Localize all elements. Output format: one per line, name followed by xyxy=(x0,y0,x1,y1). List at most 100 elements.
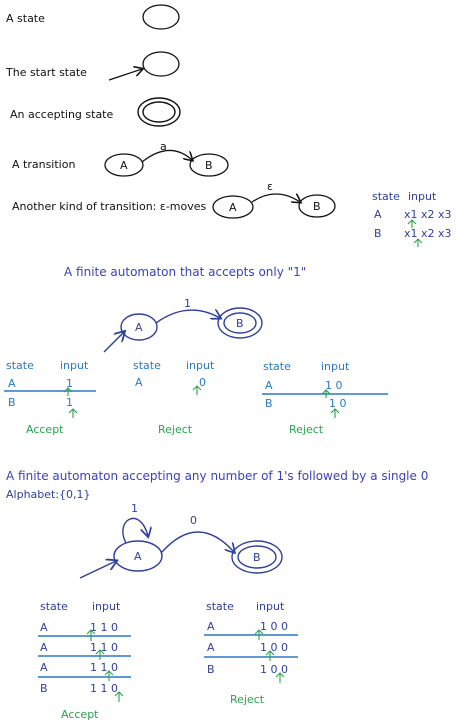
a1t1-row1-state: A xyxy=(8,377,16,390)
legend-start-arrow xyxy=(108,69,142,81)
automaton2-edge-label: 0 xyxy=(190,514,197,527)
top-table-header-state: state xyxy=(372,190,400,203)
a2t2-row2-input: 1 0 0 xyxy=(260,641,288,654)
a2t1-pointer-1 xyxy=(86,629,96,641)
a1t3-row1-state: A xyxy=(265,379,273,392)
legend-accepting-outer xyxy=(137,97,181,127)
a2t1-row1-input: 1 1 0 xyxy=(90,621,118,634)
a1t3-row2-state: B xyxy=(265,397,273,410)
top-table-row1-input: x1 x2 x3 xyxy=(404,208,452,221)
automaton2-trace-accept: state input A 1 1 0 A 1 1 0 A 1 1 0 B 1 … xyxy=(38,600,131,721)
automaton1-trace-accept: state input A 1 B 1 Accept xyxy=(4,359,96,436)
automaton2-self-loop xyxy=(122,517,148,544)
a2t2-row3-input: 1 0 0 xyxy=(260,663,288,676)
a2t2-row3-state: B xyxy=(207,663,215,676)
top-table-row2-input: x1 x2 x3 xyxy=(404,227,452,240)
legend-epsilon-edge xyxy=(251,194,300,202)
a2t2-pointer-1 xyxy=(254,629,264,640)
a1t1-pointer-1 xyxy=(63,387,73,396)
automaton1-node-b-outer xyxy=(217,307,263,339)
a2t2-row1-state: A xyxy=(207,620,215,633)
a1t2-row1-state: A xyxy=(135,376,143,389)
a2t1-row4-state: B xyxy=(40,682,48,695)
a2t1-pointer-3 xyxy=(104,670,114,681)
automaton1-trace-reject-0: state input A 0 Reject xyxy=(133,359,215,436)
automaton1-node-b-inner xyxy=(223,312,257,334)
a1t2-pointer xyxy=(192,385,202,395)
legend-transition-label: A transition xyxy=(12,158,75,171)
legend-start-label: The start state xyxy=(5,66,87,79)
a1t2-header-input: input xyxy=(186,359,215,372)
a1t1-result: Accept xyxy=(26,423,64,436)
a1t1-header-input: input xyxy=(60,359,89,372)
a2t2-pointer-2 xyxy=(265,650,275,661)
top-table-pointer-2 xyxy=(413,238,423,247)
legend-epsilon-symbol: ε xyxy=(267,180,273,193)
a1t1-header-state: state xyxy=(6,359,34,372)
automaton2-title: A finite automaton accepting any number … xyxy=(6,469,428,483)
automaton2-node-b-label: B xyxy=(253,551,261,564)
automaton2-node-b-outer xyxy=(231,540,283,574)
legend-accepting-inner xyxy=(142,101,176,123)
automaton2-loop-label: 1 xyxy=(131,502,138,515)
a2t1-row2-input: 1 1 0 xyxy=(90,641,118,654)
a2t2-pointer-3 xyxy=(275,672,285,683)
legend-state-node xyxy=(142,4,180,30)
legend-epsilon-node-a xyxy=(212,195,254,219)
top-table-pointer-1 xyxy=(407,219,417,228)
a1t1-row2-input: 1 xyxy=(66,396,73,409)
top-table-row1-state: A xyxy=(374,208,382,221)
automaton1-node-b-label: B xyxy=(236,317,244,330)
legend-state-label: A state xyxy=(6,12,45,25)
automaton2-node-b-inner xyxy=(237,545,277,569)
a2t1-row4-input: 1 1 0 xyxy=(90,682,118,695)
automaton1-trace-reject-10: state input A 1 0 B 1 0 Reject xyxy=(262,360,388,436)
a2t2-row2-state: A xyxy=(207,641,215,654)
legend-epsilon-node-b xyxy=(298,194,336,218)
a2t1-row3-state: A xyxy=(40,661,48,674)
a2t1-pointer-4 xyxy=(114,691,124,702)
a2t1-result: Accept xyxy=(61,708,99,721)
automaton1-node-a-label: A xyxy=(135,321,143,334)
a2t1-header-input: input xyxy=(92,600,121,613)
automaton2-node-a-label: A xyxy=(134,550,142,563)
legend-transition-symbol: a xyxy=(160,140,167,153)
automaton1-node-a xyxy=(120,313,158,341)
legend-transition-node-a xyxy=(104,153,144,177)
a1t3-row1-input: 1 0 xyxy=(325,379,343,392)
a2t1-pointer-2 xyxy=(95,649,105,660)
a1t2-row1-input: 0 xyxy=(199,376,206,389)
a1t3-header-input: input xyxy=(321,360,350,373)
a2t1-row1-state: A xyxy=(40,621,48,634)
top-table-row2-state: B xyxy=(374,227,382,240)
automaton1-edge-label: 1 xyxy=(184,297,191,310)
a2t2-result: Reject xyxy=(230,693,265,706)
a1t3-row2-input: 1 0 xyxy=(329,397,347,410)
automaton2-alphabet: Alphabet:{0,1} xyxy=(6,488,91,501)
legend-epsilon-node-a-label: A xyxy=(229,201,237,214)
automaton2-start-arrow xyxy=(79,561,116,579)
automaton2-edge xyxy=(161,531,234,552)
a2t1-header-state: state xyxy=(40,600,68,613)
automaton1-title: A finite automaton that accepts only "1" xyxy=(64,265,306,279)
a2t2-header-input: input xyxy=(256,600,285,613)
a1t3-pointer-2 xyxy=(330,408,340,418)
legend-transition-node-a-label: A xyxy=(120,159,128,172)
legend-transition-node-b xyxy=(189,153,229,177)
a1t1-row2-state: B xyxy=(8,396,16,409)
legend-accepting-label: An accepting state xyxy=(10,108,113,121)
legend-epsilon-label: Another kind of transition: ε-moves xyxy=(12,200,207,213)
legend-transition-node-b-label: B xyxy=(205,159,213,172)
automaton1-start-arrow xyxy=(103,332,124,353)
a2t1-row3-input: 1 1 0 xyxy=(90,661,118,674)
a1t1-pointer-2 xyxy=(68,408,78,418)
legend-transition-edge xyxy=(141,149,192,163)
a1t2-header-state: state xyxy=(133,359,161,372)
a2t1-row2-state: A xyxy=(40,641,48,654)
a2t2-row1-input: 1 0 0 xyxy=(260,620,288,633)
automaton2-node-a xyxy=(113,540,163,572)
automaton2-trace-reject: state input A 1 0 0 A 1 0 0 B 1 0 0 Reje… xyxy=(204,600,298,706)
top-table-header-input: input xyxy=(408,190,437,203)
